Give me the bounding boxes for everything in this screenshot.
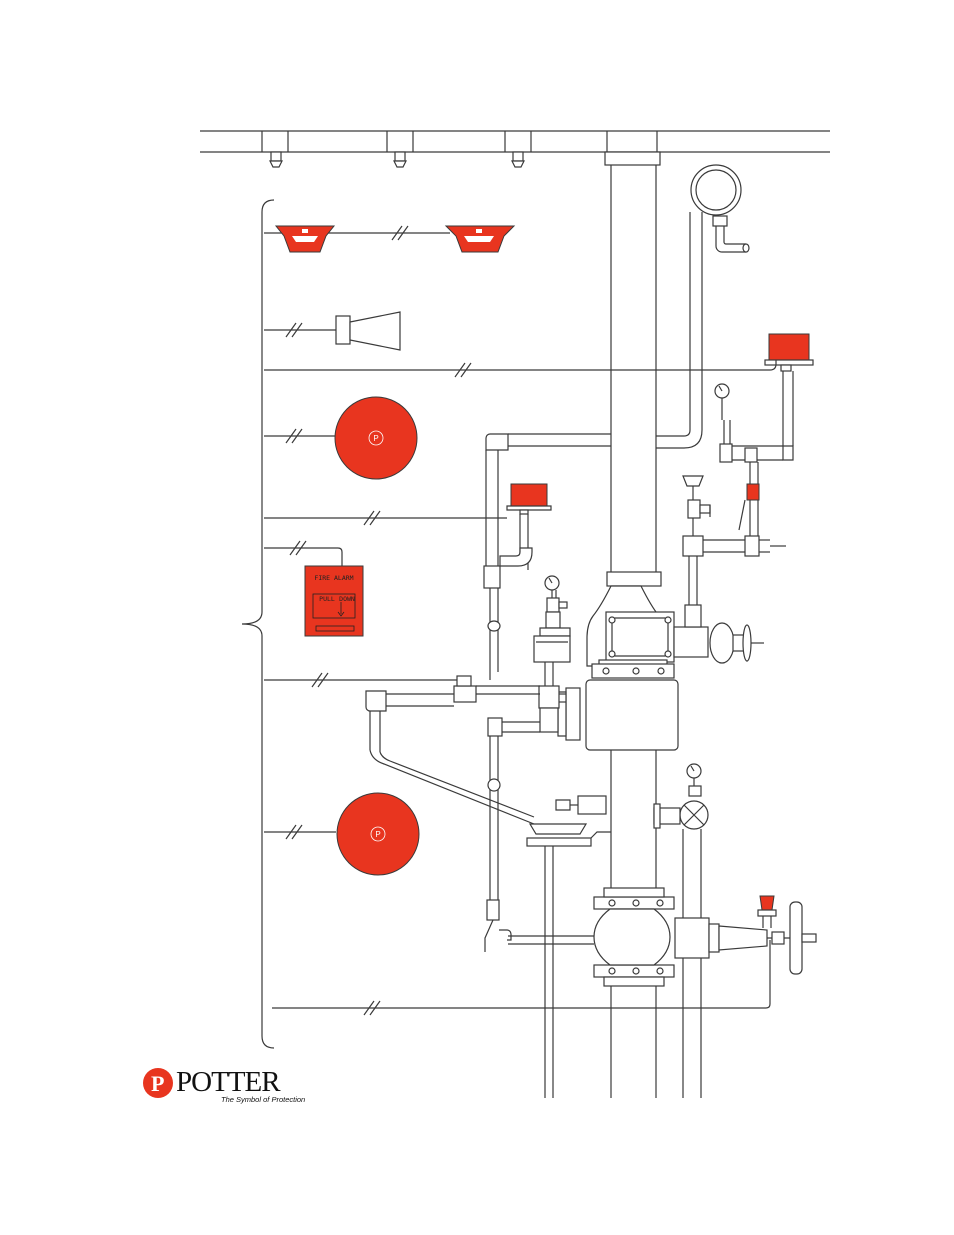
brand-name: POTTER [176,1066,280,1098]
field-wiring-brace [242,200,274,1048]
control-valve [594,888,816,986]
air-compressor [684,165,749,448]
wiring-pull-station [264,541,342,566]
sprinkler-head [262,131,288,167]
riser-tee [605,131,660,165]
supervisory-pressure-switch [715,334,813,540]
pull-station-title: FIRE ALARM [314,574,353,582]
bell-logo-text: P [373,434,378,443]
sprinkler-head [505,131,531,167]
pull-station-instruction-left: PULL [319,595,335,603]
wiring-bell-upper [264,429,336,443]
drip-funnel [683,476,786,605]
strobe-device [446,226,514,252]
intermediate-chamber [558,680,678,750]
sprinkler-main-pipe [200,131,830,152]
logo-mark-letter: P [151,1071,164,1097]
pull-station-instruction-right: DOWN [339,595,355,603]
low-air-pressure-switch [500,484,551,570]
alarm-bell-upper: P [335,397,417,479]
wiring-low-air-switch [264,511,507,525]
brand-tagline: The Symbol of Protection [221,1095,305,1104]
potter-logo-mark: P [143,1068,173,1098]
horn-device [336,312,400,350]
wiring-pressure-switch [264,360,776,377]
wiring-solenoid [264,673,457,687]
potter-logo: P POTTER The Symbol of Protection [143,1066,313,1106]
manual-pull-station: FIRE ALARM PULL DOWN [305,566,363,636]
alarm-bell-lower: P [337,793,419,875]
strobe-device [276,226,334,252]
bell-logo-text: P [375,830,380,839]
sprinkler-head [387,131,413,167]
dry-pipe-valve [587,572,674,678]
main-drain-valve [674,605,764,663]
wiring-horn [264,323,336,337]
wiring-bell-lower [264,825,336,839]
alarm-drain-line [485,718,594,952]
